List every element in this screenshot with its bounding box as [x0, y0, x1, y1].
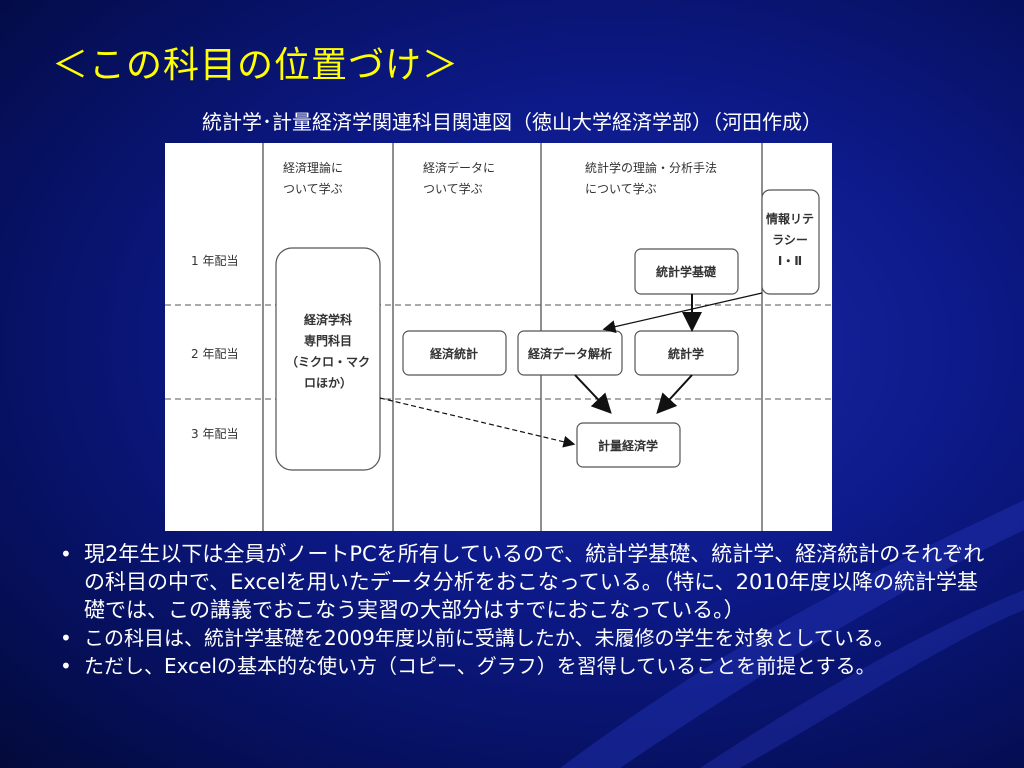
- arrow-tokeigaku-to-keiryo: [656, 374, 693, 414]
- curriculum-diagram: 経済理論について学ぶ 経済データについて学ぶ 統計学の理論・分析手法について学ぶ…: [165, 143, 832, 531]
- column-header-economic-theory: 経済理論について学ぶ: [283, 160, 343, 196]
- box-keizai-tokei-label: 経済統計: [430, 346, 478, 361]
- arrow-data-kaiseki-to-keiryo: [574, 374, 612, 414]
- row-label-year2: 2 年配当: [191, 347, 238, 361]
- bullet-text: ただし、Excelの基本的な使い方（コピー、グラフ）を習得していることを前提とす…: [84, 654, 876, 678]
- box-keiryo-label: 計量経済学: [598, 438, 658, 453]
- row-label-year1: 1 年配当: [191, 254, 238, 268]
- column-header-statistics: 統計学の理論・分析手法について学ぶ: [585, 160, 717, 196]
- slide-title: ＜この科目の位置づけ＞: [52, 45, 460, 86]
- box-data-kaiseki: [517, 330, 623, 376]
- diagram-panel: 経済理論について学ぶ 経済データについて学ぶ 統計学の理論・分析手法について学ぶ…: [165, 143, 832, 531]
- box-tokeigaku-label: 統計学: [668, 346, 704, 361]
- box-joho-literacy: [761, 189, 820, 295]
- row-label-year3: 3 年配当: [191, 427, 238, 441]
- bullet-text: 現2年生以下は全員がノートPCを所有しているので、統計学基礎、統計学、経済統計の…: [84, 542, 985, 622]
- bullet-list: •現2年生以下は全員がノートPCを所有しているので、統計学基礎、統計学、経済統計…: [56, 540, 996, 680]
- box-data-kaiseki-label: 経済データ解析: [528, 346, 612, 361]
- diagram-caption: 統計学･計量経済学関連科目関連図（徳山大学経済学部）（河田作成）: [202, 110, 822, 134]
- arrow-keizai-gakka-to-keiryo: [379, 397, 576, 448]
- bullet-item: •現2年生以下は全員がノートPCを所有しているので、統計学基礎、統計学、経済統計…: [60, 542, 985, 622]
- bullet-item: •ただし、Excelの基本的な使い方（コピー、グラフ）を習得していることを前提と…: [60, 654, 876, 678]
- arrow-literacy-to-data-kaiseki: [602, 292, 763, 334]
- box-tokei-kiso-label: 統計学基礎: [656, 264, 717, 279]
- bullet-item: •この科目は、統計学基礎を2009年度以前に受講したか、未履修の学生を対象として…: [60, 626, 894, 650]
- box-keizai-gakka-label: 経済学科専門科目（ミクロ・マクロほか）: [286, 312, 370, 390]
- box-keizai-gakka: [275, 247, 381, 471]
- box-tokei-kiso: [634, 248, 739, 295]
- column-header-economic-data: 経済データについて学ぶ: [423, 160, 495, 196]
- box-keizai-tokei: [402, 330, 507, 376]
- box-keiryo: [576, 422, 681, 468]
- bullet-text: この科目は、統計学基礎を2009年度以前に受講したか、未履修の学生を対象としてい…: [84, 626, 894, 650]
